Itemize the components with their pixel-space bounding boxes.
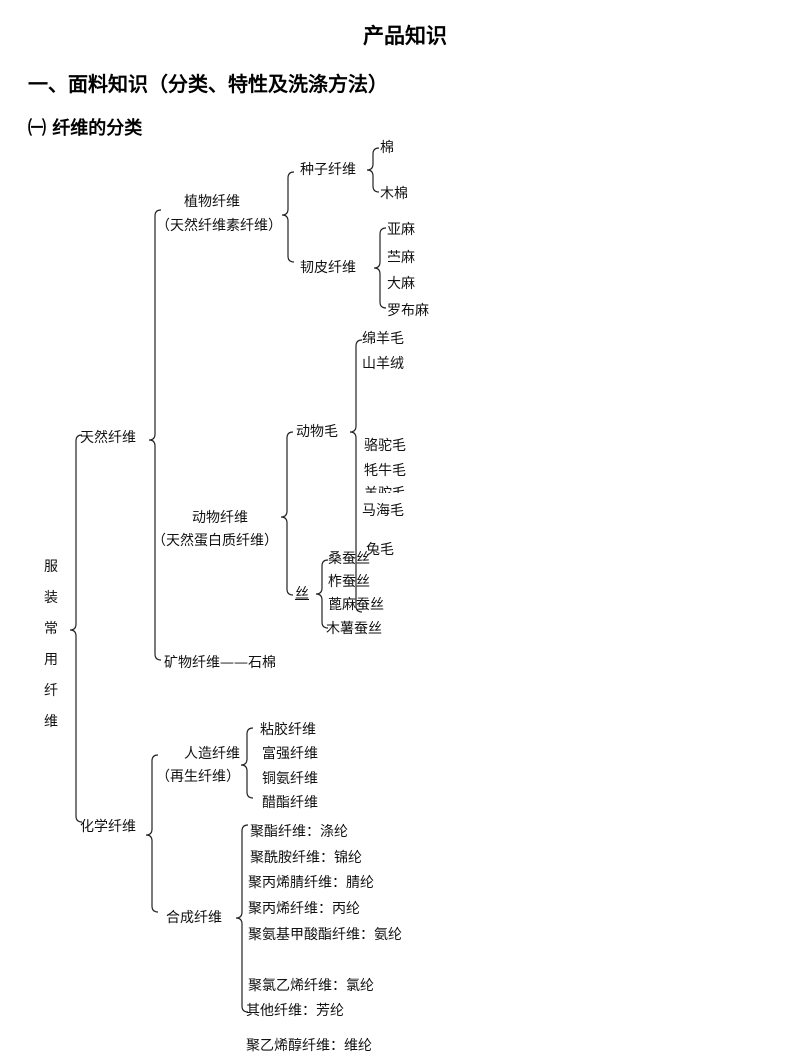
leaf: 罗布麻 — [387, 303, 429, 319]
node-hair: 动物毛 — [296, 424, 338, 440]
leaf-clipped: 羊驼毛 — [364, 485, 406, 493]
brace — [240, 727, 254, 799]
leaf: 兔毛 — [366, 542, 394, 558]
leaf: 其他纤维：芳纶 — [246, 1003, 344, 1019]
node-synthetic: 合成纤维 — [166, 910, 222, 926]
node-seed: 种子纤维 — [300, 162, 356, 178]
subsection-heading: ㈠ 纤维的分类 — [28, 118, 143, 139]
leaf: 粘胶纤维 — [260, 722, 316, 738]
leaf: 亚麻 — [387, 222, 415, 238]
leaf: 聚酯纤维：涤纶 — [250, 824, 348, 840]
leaf: 绵羊毛 — [362, 331, 404, 347]
leaf: 桑蚕丝 — [328, 551, 370, 567]
leaf: 苎麻 — [387, 250, 415, 266]
brace — [315, 559, 329, 629]
brace — [69, 434, 83, 823]
leaf: 铜氨纤维 — [262, 771, 318, 787]
leaf: 聚丙烯腈纤维：腈纶 — [248, 875, 374, 891]
page-title: 产品知识 — [363, 24, 447, 48]
section-heading: 一、面料知识（分类、特性及洗涤方法） — [28, 72, 388, 96]
leaf: 聚酰胺纤维：锦纶 — [250, 850, 362, 866]
brace — [280, 431, 294, 596]
node-chemical: 化学纤维 — [80, 819, 136, 835]
node-animal: 动物纤维 — [192, 510, 248, 526]
node-plant: 植物纤维 — [184, 194, 240, 210]
node-manmade: 人造纤维 — [184, 746, 240, 762]
brace — [145, 754, 159, 913]
node-plant-note: （天然纤维素纤维） — [156, 218, 282, 234]
leaf: 马海毛 — [362, 503, 404, 519]
node-animal-note: （天然蛋白质纤维） — [152, 533, 278, 549]
leaf: 柞蚕丝 — [328, 574, 370, 590]
node-silk: 丝 — [295, 586, 309, 602]
leaf: 聚乙烯醇纤维：维纶 — [246, 1038, 372, 1054]
leaf: 牦牛毛 — [364, 463, 406, 479]
brace — [235, 824, 249, 1013]
leaf: 大麻 — [387, 276, 415, 292]
node-manmade-note: （再生纤维） — [156, 769, 240, 785]
leaf: 蓖麻蚕丝 — [328, 597, 384, 613]
leaf: 富强纤维 — [262, 746, 318, 762]
brace — [373, 227, 387, 309]
leaf: 聚丙烯纤维：丙纶 — [248, 901, 360, 917]
node-mineral: 矿物纤维——石棉 — [164, 655, 276, 671]
node-bast: 韧皮纤维 — [300, 260, 356, 276]
leaf: 木棉 — [380, 186, 408, 202]
leaf: 骆驼毛 — [364, 438, 406, 454]
brace — [148, 209, 162, 661]
leaf: 醋酯纤维 — [262, 795, 318, 811]
leaf: 山羊绒 — [362, 356, 404, 372]
leaf: 木薯蚕丝 — [326, 621, 382, 637]
leaf: 棉 — [380, 140, 394, 156]
leaf: 聚氨基甲酸酯纤维：氨纶 — [248, 927, 402, 943]
tree-root: 服装常用纤维 — [44, 559, 58, 730]
brace — [366, 147, 380, 193]
brace — [281, 171, 295, 263]
brace — [349, 339, 363, 613]
leaf: 聚氯乙烯纤维：氯纶 — [248, 978, 374, 994]
node-natural: 天然纤维 — [80, 430, 136, 446]
